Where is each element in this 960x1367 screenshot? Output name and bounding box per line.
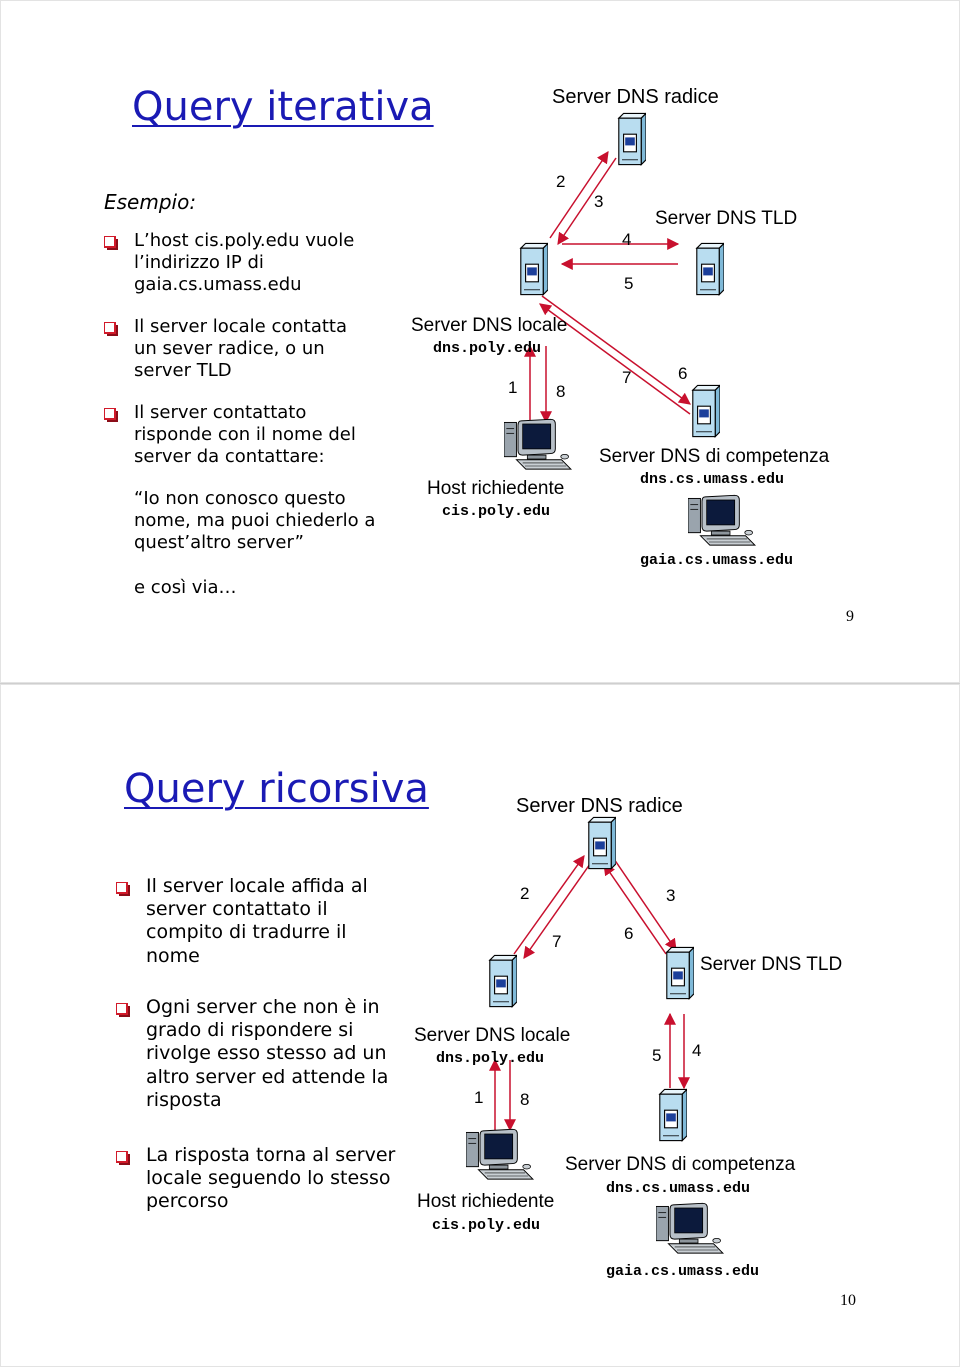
step-number: 1 (474, 1088, 484, 1107)
step-number: 2 (556, 172, 566, 191)
step-number: 8 (520, 1090, 530, 1109)
page-number: 9 (846, 608, 854, 625)
iterative-arrows (524, 151, 691, 424)
bullet-item: L’host cis.poly.edu vuole l’indirizzo IP… (134, 230, 355, 295)
step-number: 5 (624, 274, 634, 293)
target-computer-icon (688, 494, 756, 546)
local-server-host: dns.poly.edu (436, 1050, 545, 1067)
root-server-icon (618, 112, 646, 166)
requesting-computer-icon (466, 1128, 534, 1180)
step-number: 4 (622, 230, 632, 249)
tld-server-icon (696, 242, 724, 296)
step-number: 2 (520, 884, 530, 903)
auth-server-label: Server DNS di competenza (565, 1154, 796, 1175)
step-number: 6 (624, 924, 634, 943)
auth-server-label: Server DNS di competenza (599, 446, 830, 467)
local-server-host: dns.poly.edu (433, 340, 542, 357)
local-server-label: Server DNS locale (414, 1025, 571, 1046)
bullet-item: Il server locale contatta un sever radic… (134, 316, 348, 381)
requesting-computer-icon (504, 418, 572, 470)
auth-server-host: dns.cs.umass.edu (640, 471, 785, 488)
bullet-item: Ogni server che non è in grado di rispon… (146, 996, 389, 1111)
page-number: 10 (840, 1292, 856, 1309)
step-number: 7 (552, 932, 562, 951)
root-server-label: Server DNS radice (516, 795, 683, 817)
slide-title: Query ricorsiva (124, 766, 429, 812)
step-number: 7 (622, 368, 632, 387)
tld-server-icon (666, 946, 694, 1000)
target-host-name: gaia.cs.umass.edu (640, 552, 794, 569)
root-server-label: Server DNS radice (552, 86, 719, 108)
local-server-icon (489, 954, 517, 1008)
step-number: 1 (508, 378, 518, 397)
slide-separator (0, 683, 960, 684)
bullet-item: Il server contattato risponde con il nom… (134, 402, 356, 467)
slide-iterative: Query iterativa Server DNS radice Esempi… (0, 0, 960, 683)
slide-title: Query iterativa (132, 84, 434, 130)
requesting-host-label: Host richiedente (427, 478, 565, 499)
auth-server-host: dns.cs.umass.edu (606, 1180, 751, 1197)
tld-server-label: Server DNS TLD (700, 954, 843, 975)
step-number: 3 (666, 886, 676, 905)
slide-recursive: Query ricorsiva Server DNS radice Il ser… (0, 684, 960, 1367)
target-host-name: gaia.cs.umass.edu (606, 1263, 760, 1280)
recursive-arrows (489, 855, 690, 1132)
root-server-icon (588, 816, 616, 870)
step-number: 4 (692, 1041, 702, 1060)
requesting-host-label: Host richiedente (417, 1191, 555, 1212)
auth-server-icon (659, 1088, 687, 1142)
requesting-host-name: cis.poly.edu (442, 503, 551, 520)
step-number: 3 (594, 192, 604, 211)
quote-text: “Io non conosco questo nome, ma puoi chi… (134, 488, 376, 553)
step-number: 6 (678, 364, 688, 383)
local-server-icon (520, 242, 548, 296)
step-number: 5 (652, 1046, 662, 1065)
bullet-item: La risposta torna al server locale segue… (146, 1144, 396, 1213)
tld-server-label: Server DNS TLD (655, 208, 798, 229)
etc-text: e così via… (134, 577, 237, 598)
bullet-item: Il server locale affida al server contat… (146, 875, 368, 967)
target-computer-icon (656, 1202, 724, 1254)
requesting-host-name: cis.poly.edu (432, 1217, 541, 1234)
step-number: 8 (556, 382, 566, 401)
example-label: Esempio: (104, 190, 197, 214)
local-server-label: Server DNS locale (411, 315, 568, 336)
auth-server-icon (692, 384, 720, 438)
